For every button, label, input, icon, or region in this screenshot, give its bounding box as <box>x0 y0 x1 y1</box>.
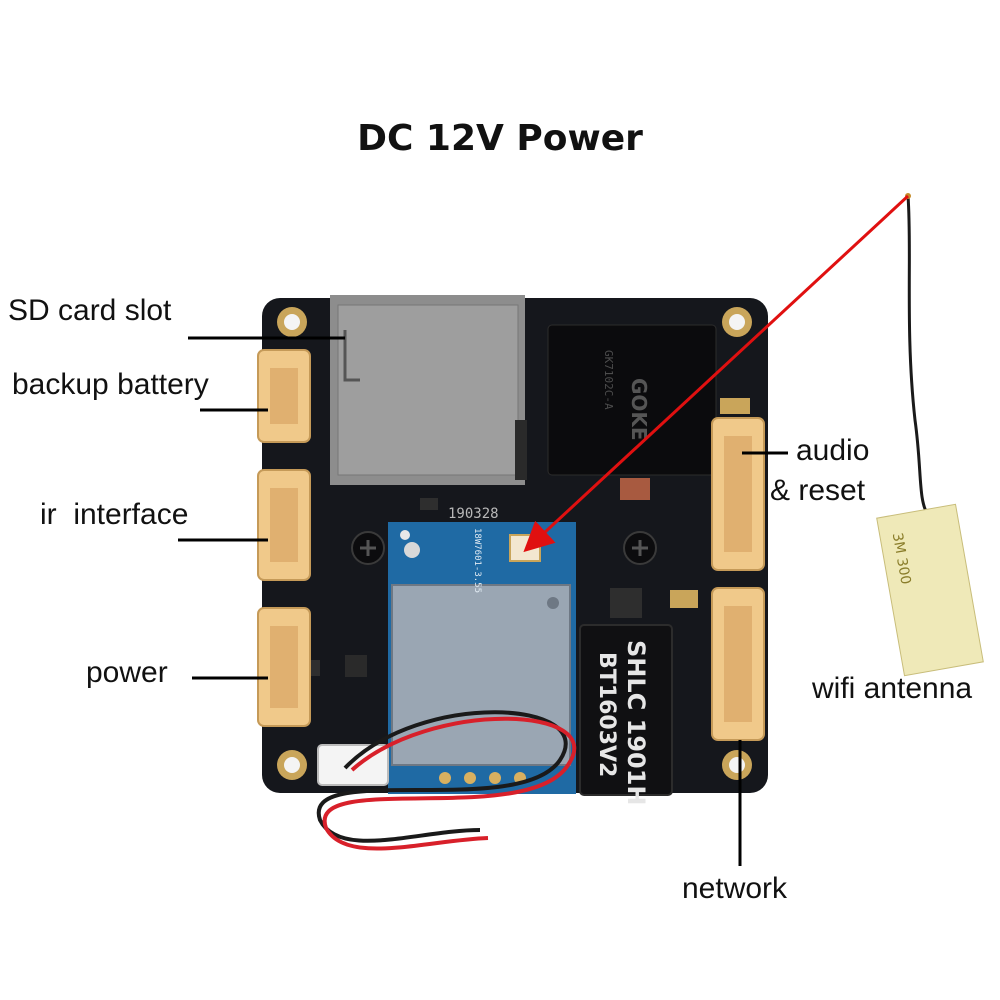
label-wifi-antenna: wifi antenna <box>812 672 973 705</box>
label-power: power <box>86 656 168 689</box>
wifi-module-text: 18W7601-3.55 <box>472 528 482 593</box>
mounting-hole-bottom-left <box>277 750 307 780</box>
mounting-hole-bottom-right <box>722 750 752 780</box>
wifi-antenna: 3M 300 <box>876 193 984 677</box>
connector-ir-interface <box>257 469 311 581</box>
battery-wire <box>316 710 577 851</box>
transformer-text-2: BT1603V2 <box>594 652 619 777</box>
chip-brand-text: GOKE <box>627 378 651 441</box>
antenna-pointer-arrow <box>523 194 910 553</box>
transformer-text-1: SHLC 1901H <box>622 640 650 806</box>
wifi-module: 18W7601-3.55 <box>388 522 576 794</box>
label-ir-interface: ir interface <box>40 498 189 531</box>
connector-network <box>711 587 765 741</box>
connector-power <box>257 607 311 727</box>
mounting-hole-top-left <box>277 307 307 337</box>
connector-audio-reset <box>711 417 765 571</box>
leader-lines <box>178 336 788 866</box>
diagram-title: DC 12V Power <box>357 118 643 159</box>
sd-card-slot <box>330 295 527 485</box>
mounting-hole-top-right <box>722 307 752 337</box>
chip-model-text: GK7102C-A <box>602 350 615 410</box>
label-sd-card-slot: SD card slot <box>8 294 172 327</box>
label-reset: & reset <box>770 474 866 507</box>
ethernet-transformer: SHLC 1901H BT1603V2 <box>579 624 673 806</box>
date-code-text: 190328 <box>448 506 499 522</box>
goke-chip: GOKE GK7102C-A <box>547 324 717 476</box>
smd-components <box>300 398 750 677</box>
label-backup-battery: backup battery <box>12 368 209 401</box>
label-network: network <box>682 872 788 905</box>
connector-backup-battery <box>257 349 311 443</box>
label-audio: audio <box>796 434 870 467</box>
